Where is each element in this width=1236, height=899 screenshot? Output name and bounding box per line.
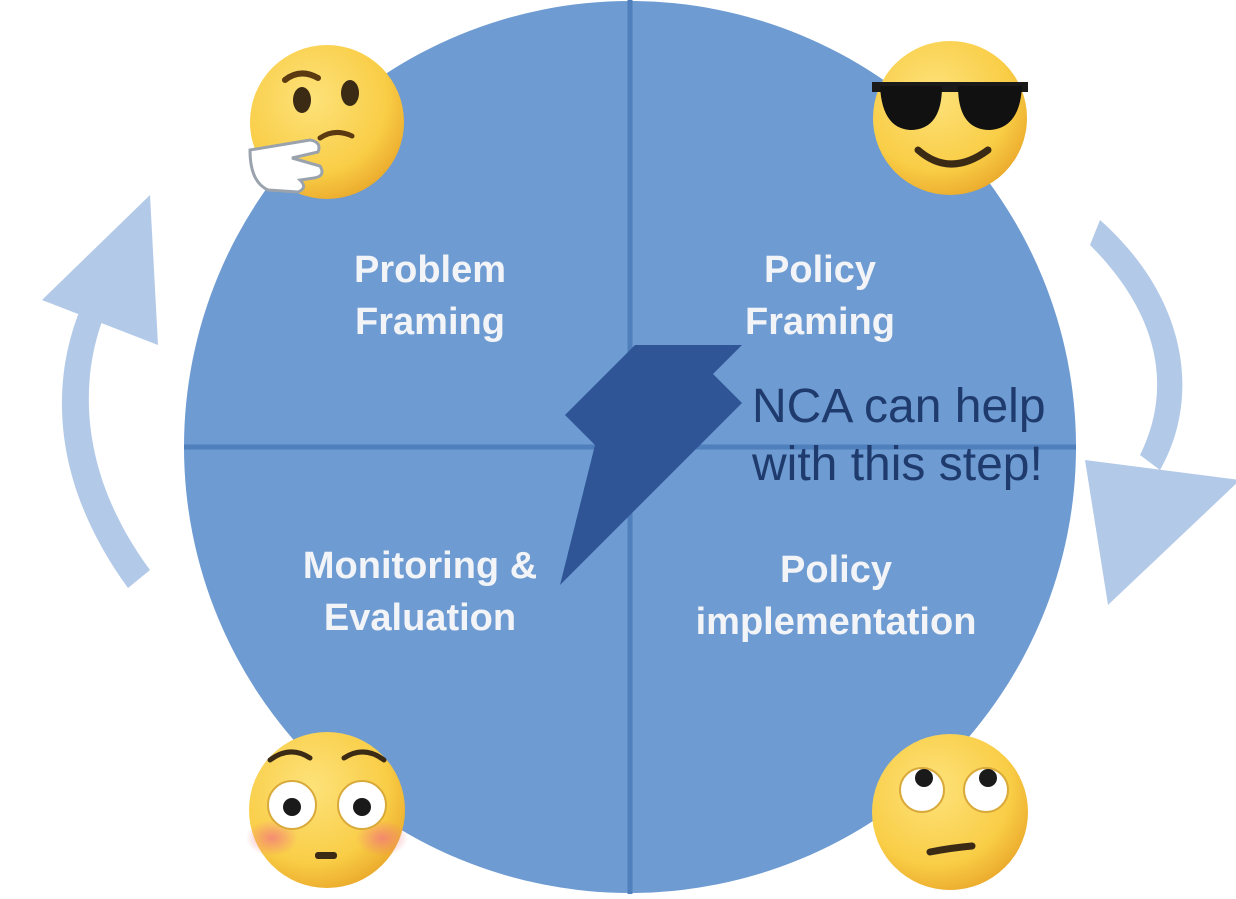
callout-line2: with this step! [752, 438, 1043, 491]
label-policy-implementation-line2: implementation [695, 601, 977, 643]
label-problem-framing: Problem Framing [330, 244, 530, 348]
callout-arrow [560, 345, 742, 585]
flushed-face-icon [246, 732, 408, 888]
thinking-face-icon [248, 45, 404, 199]
label-policy-framing-line1: Policy [764, 249, 876, 291]
label-monitoring-evaluation-line2: Evaluation [323, 597, 517, 639]
label-policy-framing-line2: Framing [745, 301, 895, 343]
label-policy-implementation-line1: Policy [780, 549, 892, 591]
label-problem-framing-line1: Problem [353, 249, 507, 291]
label-monitoring-evaluation: Monitoring & Evaluation [270, 540, 570, 644]
label-monitoring-evaluation-line1: Monitoring & [302, 545, 538, 587]
label-policy-framing: Policy Framing [720, 244, 920, 348]
sunglasses-face-icon [872, 41, 1028, 195]
eye-roll-face-icon [872, 734, 1028, 890]
cycle-arrow-left [42, 195, 158, 588]
label-problem-framing-line2: Framing [355, 301, 505, 343]
nca-callout-text: NCA can help with this step! [752, 378, 1046, 494]
label-policy-implementation: Policy implementation [666, 544, 1006, 648]
cycle-arrow-right [1085, 220, 1236, 605]
callout-line1: NCA can help [752, 380, 1046, 433]
